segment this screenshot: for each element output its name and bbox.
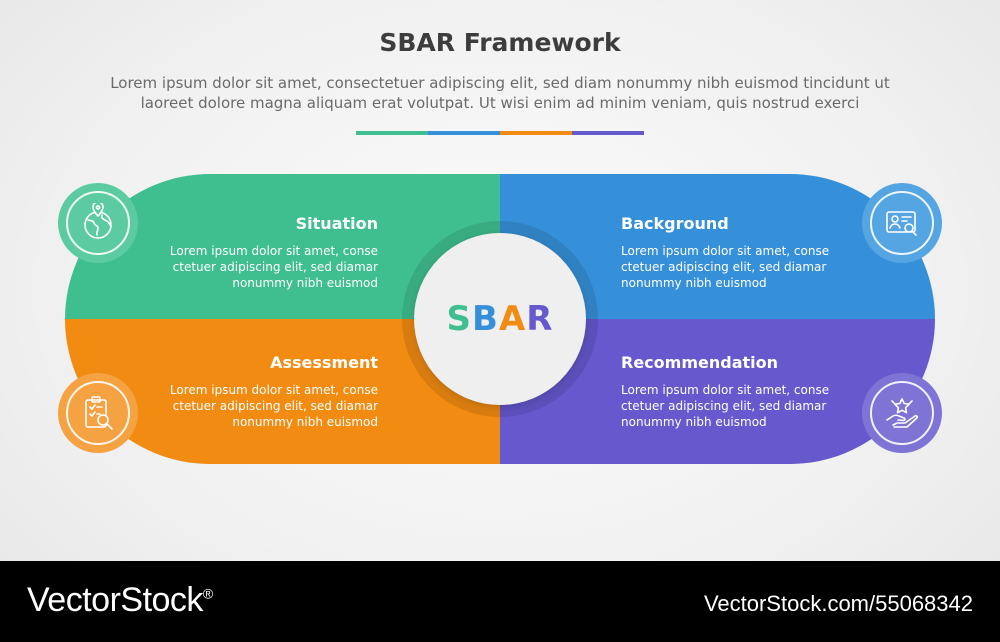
situation-text-line-3: nonummy nibh euismod	[232, 276, 378, 290]
recommendation-text: Lorem ipsum dolor sit amet, conse ctetue…	[621, 382, 829, 430]
recommendation-text-line-1: Lorem ipsum dolor sit amet, conse	[621, 383, 830, 397]
vectorstock-url: VectorStock.com/55068342	[703, 591, 973, 616]
assessment-badge	[58, 373, 138, 453]
divider-segment-background	[428, 131, 500, 135]
situation-text-line-2: ctetuer adipiscing elit, sed diamar	[172, 260, 378, 274]
assessment-text-line-1: Lorem ipsum dolor sit amet, conse	[169, 383, 378, 397]
subtitle-line-2: laoreet dolore magna aliquam erat volutp…	[140, 94, 860, 112]
background-text-line-2: ctetuer adipiscing elit, sed diamar	[621, 260, 827, 274]
situation-badge	[58, 183, 138, 263]
page-title: SBAR Framework	[379, 28, 621, 57]
subtitle-line-1: Lorem ipsum dolor sit amet, consectetuer…	[110, 74, 890, 92]
assessment-text-line-3: nonummy nibh euismod	[232, 415, 378, 429]
location-globe-icon	[84, 203, 112, 239]
hand-star-icon	[886, 398, 919, 428]
assessment-text-line-2: ctetuer adipiscing elit, sed diamar	[172, 399, 378, 413]
title-divider	[356, 131, 644, 135]
quadrant-background: Background Lorem ipsum dolor sit amet, c…	[500, 174, 935, 319]
vectorstock-brand-mark: ®	[202, 585, 213, 602]
background-badge	[862, 183, 942, 263]
center-circle: SBAR	[414, 233, 586, 405]
assessment-text: Lorem ipsum dolor sit amet, conse ctetue…	[170, 382, 378, 430]
recommendation-badge	[862, 373, 942, 453]
assessment-title: Assessment	[270, 353, 378, 372]
recommendation-text-line-3: nonummy nibh euismod	[621, 415, 767, 429]
divider-segment-assessment	[500, 131, 572, 135]
logo-letter-r: R	[526, 299, 554, 339]
situation-text-line-1: Lorem ipsum dolor sit amet, conse	[169, 244, 378, 258]
watermark-footer: VectorStock® VectorStock.com/55068342	[0, 561, 1000, 642]
quadrant-situation: Situation Lorem ipsum dolor sit amet, co…	[65, 174, 500, 319]
background-text: Lorem ipsum dolor sit amet, conse ctetue…	[621, 243, 829, 291]
divider-segment-recommendation	[572, 131, 644, 135]
clipboard-search-icon	[85, 396, 113, 430]
background-text-line-1: Lorem ipsum dolor sit amet, conse	[621, 244, 830, 258]
recommendation-text-line-2: ctetuer adipiscing elit, sed diamar	[621, 399, 827, 413]
vectorstock-brand-name: VectorStock	[27, 581, 203, 619]
sbar-logo: SBAR	[447, 299, 554, 339]
situation-text: Lorem ipsum dolor sit amet, conse ctetue…	[170, 243, 378, 291]
logo-letter-a: A	[498, 299, 527, 339]
logo-letter-b: B	[472, 299, 499, 339]
background-text-line-3: nonummy nibh euismod	[621, 276, 767, 290]
logo-letter-s: S	[446, 299, 473, 339]
recommendation-title: Recommendation	[621, 353, 778, 372]
vectorstock-brand: VectorStock®	[27, 581, 213, 620]
background-title: Background	[621, 214, 729, 233]
page-subtitle: Lorem ipsum dolor sit amet, consectetuer…	[60, 73, 940, 113]
profile-search-icon	[886, 211, 917, 236]
situation-title: Situation	[295, 214, 378, 233]
divider-segment-situation	[356, 131, 428, 135]
